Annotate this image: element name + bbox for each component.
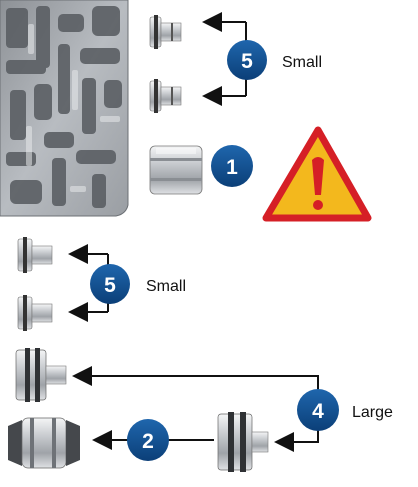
badge-number: 2: [142, 430, 154, 453]
badge-5-small-top: 5 Small: [227, 40, 322, 80]
arrow-group-large: [72, 366, 319, 452]
badge-5-small-mid: 5 Small: [90, 264, 186, 304]
small-plug-mid-2: [17, 295, 53, 331]
arrow-to-large-plug-right: [274, 430, 319, 452]
warning-triangle-exclamation-icon: [262, 126, 372, 222]
badge-number: 4: [312, 400, 324, 423]
arrow-to-large-plug-left: [72, 366, 319, 390]
small-plug-top-1: [149, 15, 182, 49]
badge-label: Large: [352, 404, 393, 421]
valve-body-photo: [0, 0, 129, 217]
badge-4-large: 4 Large: [297, 389, 393, 431]
badge-1: 1: [211, 145, 253, 187]
badge-circle: [211, 145, 253, 187]
sleeve-part: [149, 145, 203, 195]
small-plug-top-2: [149, 79, 182, 113]
badge-circle: [127, 419, 169, 461]
badge-circle: [227, 40, 267, 80]
large-plug-left: [15, 348, 67, 402]
large-plug-right: [217, 412, 269, 472]
badge-label: Small: [282, 54, 322, 71]
badge-circle: [90, 264, 130, 304]
badge-number: 5: [104, 274, 116, 297]
spool-valve-part: [8, 417, 80, 469]
badge-circle: [297, 389, 339, 431]
badge-number: 1: [226, 156, 238, 179]
badge-2: 2: [127, 419, 169, 461]
badge-label: Small: [146, 278, 186, 295]
badge-number: 5: [241, 50, 253, 73]
small-plug-mid-1: [17, 237, 53, 273]
